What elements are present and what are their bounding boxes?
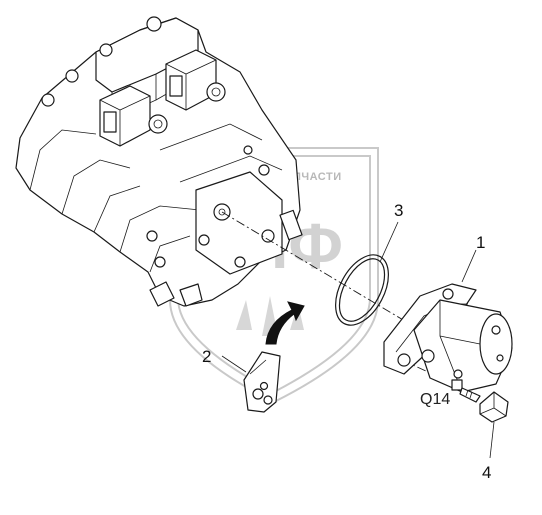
main-pump-assembly bbox=[15, 16, 303, 307]
callout-2: 2 bbox=[202, 347, 211, 366]
rotation-arrow bbox=[265, 301, 305, 345]
leader-lines bbox=[221, 221, 495, 459]
callout-3: 3 bbox=[394, 201, 403, 220]
callout-1: 1 bbox=[476, 233, 485, 252]
bolt-part-4 bbox=[459, 387, 509, 423]
o-ring-part-3 bbox=[335, 254, 389, 326]
part-mark: Q14 bbox=[420, 391, 450, 408]
drive-gear-part-2 bbox=[243, 351, 281, 413]
gear-pump-part-1: Q14 bbox=[383, 283, 513, 408]
center-line bbox=[221, 211, 421, 331]
callout-4: 4 bbox=[482, 463, 491, 482]
